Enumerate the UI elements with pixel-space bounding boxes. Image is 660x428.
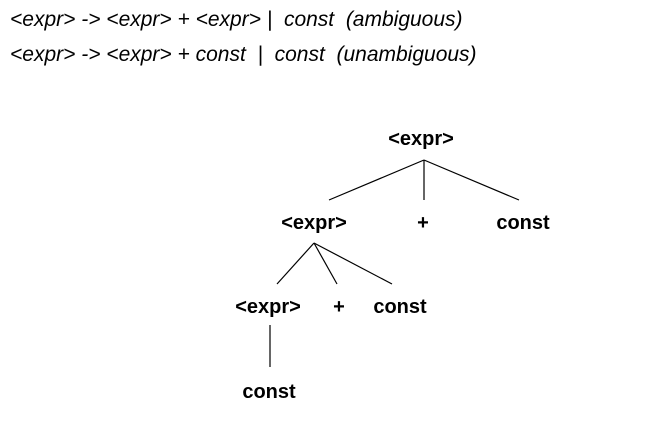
node-root-expr: <expr>	[388, 128, 454, 150]
edge-expr-to-plus	[313, 242, 338, 285]
node-const-level1: const	[496, 212, 550, 234]
node-plus-level1: +	[417, 212, 429, 234]
node-const-level2: const	[373, 296, 427, 318]
node-expr-level1: <expr>	[281, 212, 347, 234]
node-expr-level2: <expr>	[235, 296, 301, 318]
edge-root-to-expr	[328, 159, 425, 201]
edge-root-to-const	[423, 159, 520, 201]
node-const-level3: const	[242, 381, 296, 403]
unambiguous-grammar-rule: <expr> -> <expr> + const | const (unambi…	[10, 43, 477, 66]
node-plus-level2: +	[333, 296, 345, 318]
edge-expr-to-expr	[276, 242, 315, 285]
ambiguous-grammar-rule: <expr> -> <expr> + <expr> | const (ambig…	[10, 8, 463, 31]
edge-expr-to-const	[313, 242, 393, 285]
